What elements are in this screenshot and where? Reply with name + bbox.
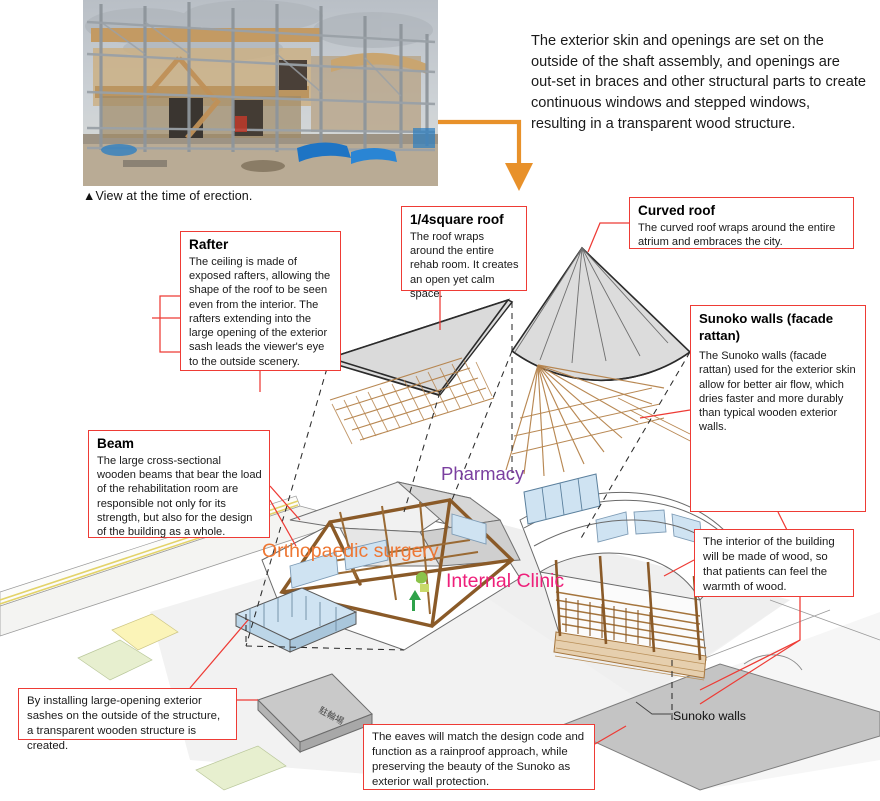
callout-sunoko-walls: Sunoko walls (facade rattan)	[690, 305, 866, 512]
callout-curved-roof-body: The curved roof wraps around the entire …	[638, 221, 836, 249]
label-internal-clinic: Internal Clinic	[446, 570, 565, 592]
callout-eaves: The eaves will match the design code and…	[363, 724, 595, 790]
curved-fan-roof	[510, 246, 692, 382]
callout-exterior-sashes-body: By installing large-opening exterior sas…	[27, 695, 221, 753]
black-leader-lines	[635, 701, 673, 715]
erection-photo	[83, 0, 438, 186]
callout-quarter-square-roof-body: The roof wraps around the entire rehab r…	[410, 230, 519, 300]
label-orthopaedic-surgery: Orthopaedic surgery	[262, 540, 439, 562]
intro-paragraph: The exterior skin and openings are set o…	[531, 33, 867, 132]
callout-curved-roof: Curved roof The curved roof wraps around…	[629, 197, 854, 249]
callout-rafter: Rafter The ceiling is made of exposed ra…	[180, 231, 341, 371]
callout-rafter-body: The ceiling is made of exposed rafters, …	[189, 255, 331, 368]
orange-arrowhead	[505, 163, 533, 191]
erection-photo-caption: ▲View at the time of erection.	[83, 189, 253, 203]
callout-beam-title: Beam	[97, 436, 135, 451]
rafter-lattice-flat	[329, 357, 495, 445]
callout-beam-body: The large cross-sectional wooden beams t…	[97, 454, 262, 539]
stepped-window-block	[234, 587, 358, 653]
callout-beam: Beam The large cross-sectional wooden be…	[88, 430, 270, 538]
building-right-wing	[519, 491, 745, 681]
callout-interior-body: The interior of the building will be mad…	[703, 536, 835, 594]
callout-rafter-title: Rafter	[189, 237, 229, 252]
callout-quarter-square-roof: 1/4square roof The roof wraps around the…	[401, 206, 527, 300]
callout-sunoko-walls-title: Sunoko walls (facade rattan)	[699, 311, 834, 343]
projection-lines	[245, 302, 691, 720]
callout-exterior-sashes: By installing large-opening exterior sas…	[18, 688, 237, 752]
callout-curved-roof-title: Curved roof	[638, 203, 716, 218]
label-sunoko-walls: Sunoko walls	[673, 709, 747, 723]
callout-sunoko-walls-body: The Sunoko walls (facade rattan) used fo…	[699, 350, 856, 434]
parking-ramp: 駐輪場	[257, 673, 373, 754]
entrance-markers	[409, 571, 429, 611]
label-pharmacy: Pharmacy	[441, 463, 525, 484]
orange-connector-arrow	[430, 119, 522, 167]
callout-quarter-square-roof-title: 1/4square roof	[410, 212, 504, 227]
rafter-fan-curved	[505, 364, 701, 477]
callout-eaves-body: The eaves will match the design code and…	[372, 731, 585, 789]
callout-interior: The interior of the building will be mad…	[694, 529, 854, 597]
